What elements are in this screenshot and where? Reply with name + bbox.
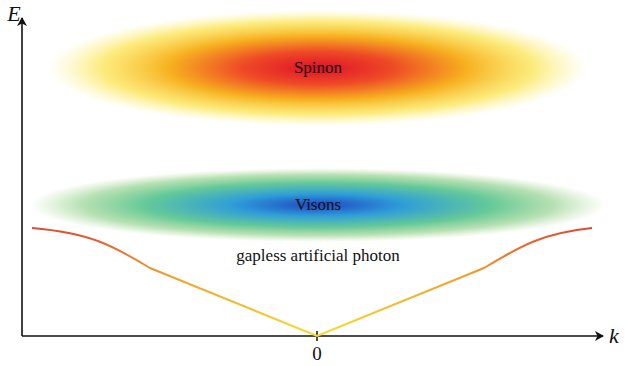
curve-label: gapless artificial photon bbox=[236, 246, 399, 266]
axis-label: E bbox=[7, 1, 20, 27]
particle-name: Visons bbox=[295, 195, 341, 215]
momentum-axis bbox=[22, 335, 603, 337]
axis-label: k bbox=[609, 323, 619, 349]
particle-band: Visons bbox=[30, 168, 606, 242]
particle-band: Spinon bbox=[48, 10, 588, 126]
photon-dispersion bbox=[32, 228, 592, 336]
energy-axis bbox=[21, 18, 23, 336]
particle-name: Spinon bbox=[294, 58, 342, 78]
tick-label: 0 bbox=[312, 343, 322, 365]
